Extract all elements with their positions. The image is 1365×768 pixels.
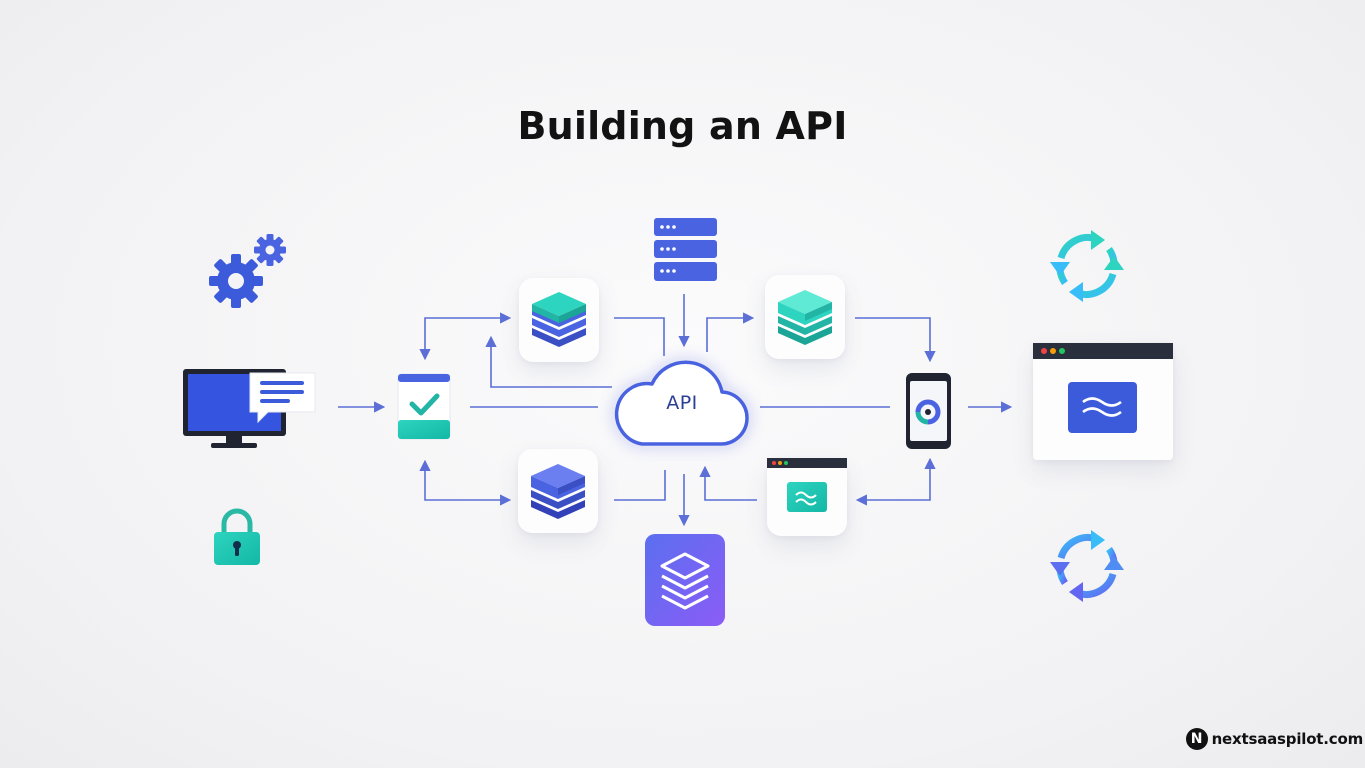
- connector-browser-to-cloud: [699, 465, 757, 501]
- brand-logo-icon: N: [1185, 728, 1208, 750]
- connector-db-bl-cloud: [614, 470, 666, 501]
- layers-icon: [645, 534, 725, 626]
- connectors: [338, 294, 1013, 527]
- sync-icon-top: [1050, 230, 1124, 302]
- watermark: N nextsaaspilot.com: [1185, 728, 1364, 750]
- connector-cloud-return-left: [485, 335, 612, 388]
- server-icon: [654, 218, 717, 281]
- browser-window-icon: [1033, 343, 1173, 433]
- connector-checklist-db-bl: [419, 459, 512, 506]
- connector-db-tr-phone: [855, 317, 936, 363]
- database-icon-top-right: [778, 290, 832, 345]
- diagram-title: Building an API: [517, 104, 848, 148]
- browser-small-icon: [767, 458, 847, 512]
- connector-db-tl-checklist: [419, 312, 512, 361]
- connector-db-tl-cloud: [614, 317, 665, 356]
- database-icon-top-left: [532, 292, 586, 347]
- sync-icon-bottom: [1050, 530, 1124, 602]
- brand-text: nextsaaspilot.com: [1211, 730, 1364, 748]
- cloud-icon: [614, 360, 749, 446]
- lock-icon: [214, 508, 260, 565]
- database-icon-bottom-left: [531, 464, 585, 519]
- checklist-icon: [397, 373, 451, 440]
- chat-icon: [249, 372, 316, 424]
- smartphone-icon: [906, 373, 951, 449]
- cloud-api-label: API: [666, 392, 698, 414]
- small-gear-icon: [254, 234, 286, 266]
- connector-cloud-up-right: [706, 312, 755, 352]
- gear-icon: [209, 254, 263, 308]
- connector-phone-browser: [855, 457, 936, 506]
